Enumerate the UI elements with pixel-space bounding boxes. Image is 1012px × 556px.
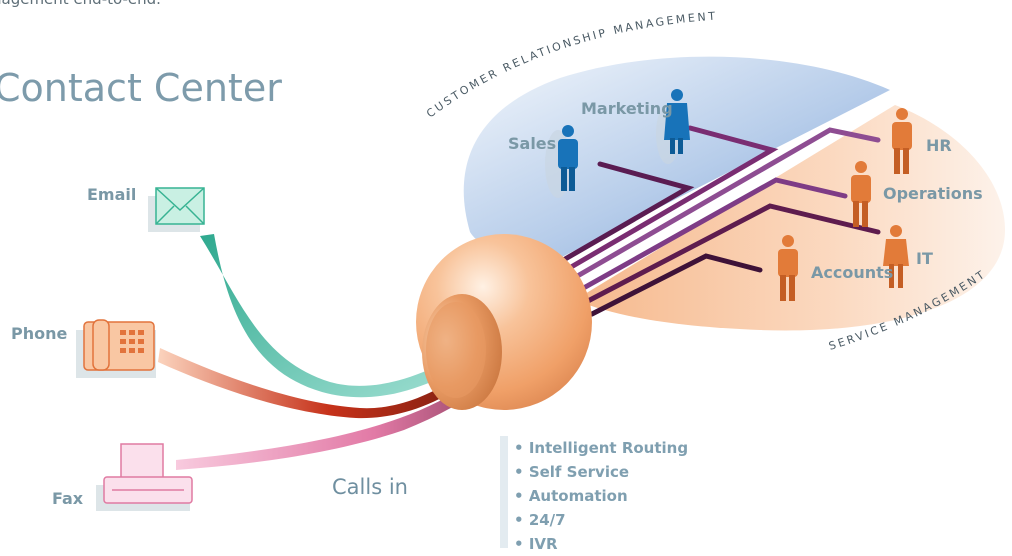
feature-item: 24/7: [514, 508, 688, 532]
hr-person-icon: [892, 108, 912, 174]
routing-sphere: [416, 234, 592, 410]
phone-label: Phone: [11, 324, 68, 343]
hr-label: HR: [926, 136, 952, 155]
accounts-label: Accounts: [811, 263, 894, 282]
page-title: Contact Center: [0, 66, 282, 110]
it-person-icon: [883, 225, 909, 288]
marketing-label: Marketing: [581, 99, 673, 118]
routing-lines: [557, 125, 881, 317]
feature-list-bar: [500, 436, 508, 548]
feature-item: Self Service: [514, 460, 688, 484]
feature-item: Intelligent Routing: [514, 436, 688, 460]
it-label: IT: [916, 249, 933, 268]
operations-person-icon: [851, 161, 871, 227]
feature-item: Automation: [514, 484, 688, 508]
email-envelope-icon: [148, 187, 205, 232]
fax-machine-icon: [96, 443, 193, 511]
marketing-person-icon: [656, 89, 690, 164]
email-label: Email: [87, 185, 137, 204]
sales-label: Sales: [508, 134, 557, 153]
crm-region: [463, 56, 890, 259]
operations-label: Operations: [883, 184, 983, 203]
intro-text-fragment: nagement end-to-end.: [0, 0, 161, 8]
phone-stream: [158, 348, 500, 419]
sales-person-icon: [545, 125, 578, 198]
fax-label: Fax: [52, 489, 84, 508]
email-stream: [200, 234, 494, 398]
feature-list: Intelligent Routing Self Service Automat…: [514, 436, 688, 556]
fax-stream: [176, 360, 506, 470]
phone-icon: [76, 319, 156, 378]
accounts-person-icon: [778, 235, 798, 301]
calls-in-label: Calls in: [332, 475, 408, 499]
feature-item: IVR: [514, 532, 688, 556]
